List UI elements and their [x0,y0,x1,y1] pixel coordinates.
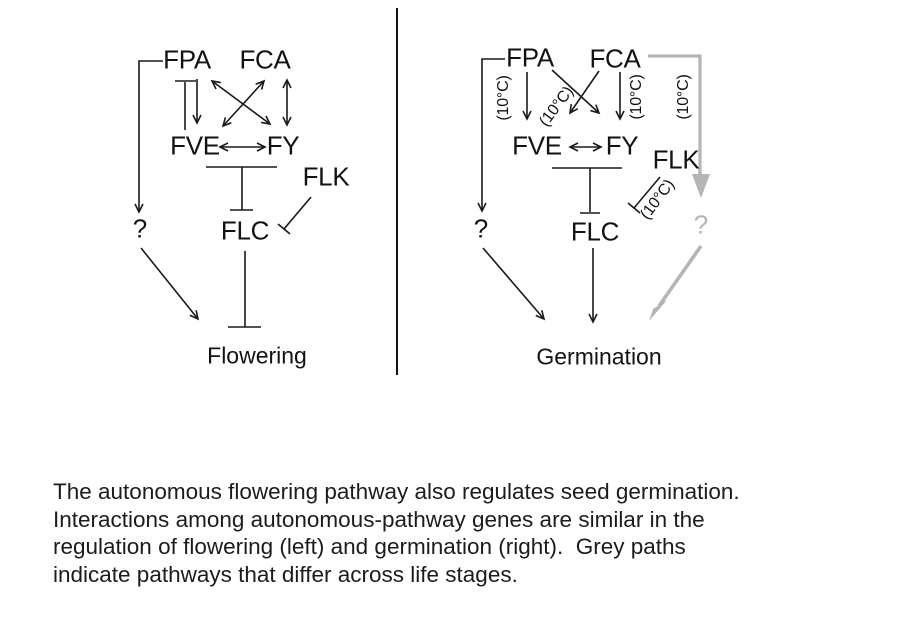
gene-label-fca-left: FCA [239,44,291,75]
temp-label-grey-path: (10°C) [675,74,692,120]
edge-flc-inhibits-flowering [228,251,261,328]
edge-question-to-germination [482,247,546,321]
grey-arrowhead-diagonal [649,300,667,321]
left-panel-edges [134,60,312,328]
caption-line-3: regulation of flowering (left) and germi… [53,534,686,559]
temp-label-fca-fy: (10°C) [628,74,645,120]
question-mark-right: ? [473,213,489,244]
question-mark-left: ? [132,213,148,244]
gene-label-fpa-right: FPA [506,42,554,73]
edge-fpa-to-fy-right [551,69,601,115]
edge-fpa-fy-double-left [210,79,272,126]
gene-label-flk-right: FLK [652,144,700,175]
gene-label-flk-left: FLK [302,161,350,192]
question-mark-grey: ? [693,209,709,240]
edge-fpa-to-question-right [477,58,505,213]
gene-label-flc-left: FLC [220,215,270,246]
outcome-label-germination: Germination [536,343,662,370]
edge-question-to-flowering [140,247,200,321]
edge-fca-fve-double-left [221,79,266,128]
gene-label-fy-left: FY [266,130,300,161]
pathway-diagram [134,8,710,375]
outcome-label-flowering: Flowering [207,342,307,369]
grey-edge-fca-to-question [648,54,702,176]
gene-label-fca-right: FCA [589,43,641,74]
gene-label-fy-right: FY [605,130,639,161]
edge-fca-to-fve-right [568,70,600,115]
gene-label-fve-right: FVE [512,130,562,161]
edge-fvefy-inhibit-flc-left [206,166,277,211]
grey-arrowhead-down [692,174,710,198]
gene-label-fve-left: FVE [170,130,220,161]
caption-line-2: Interactions among autonomous-pathway ge… [53,506,705,532]
edge-flk-inhibits-flc-right [627,176,661,214]
right-panel-edges [477,58,661,324]
edge-fve-inhibits-fpa-left [175,80,196,130]
edge-flk-inhibits-flc-left [277,196,312,235]
grey-paths [648,54,710,321]
gene-label-flc-right: FLC [570,216,620,247]
caption-line-1: The autonomous flowering pathway also re… [53,479,740,504]
edge-fvefy-inhibit-flc-right [552,167,622,214]
temp-label-fpa-fve: (10°C) [495,75,512,121]
edge-fpa-to-question-left [134,60,163,214]
caption-line-4: indicate pathways that differ across lif… [53,561,518,587]
grey-edge-question-to-germination [657,244,703,308]
gene-label-fpa-left: FPA [163,44,211,75]
figure-caption: The autonomous flowering pathway also re… [53,478,893,588]
